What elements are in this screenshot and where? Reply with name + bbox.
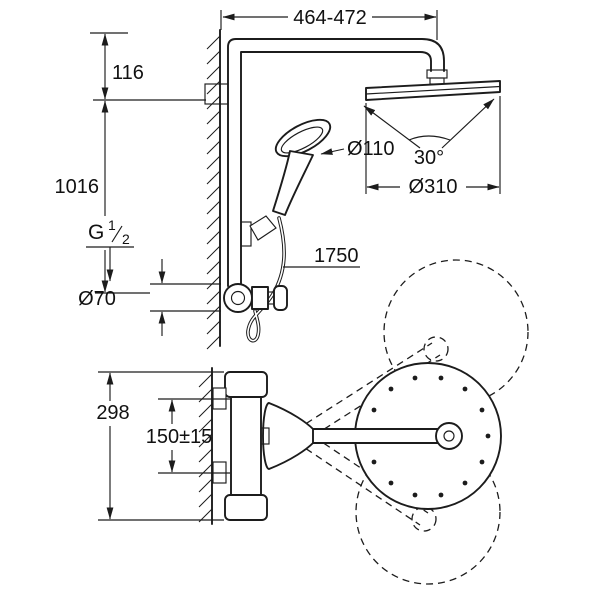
- shower-hose: [246, 216, 286, 343]
- label-arm-projection: 464-472: [293, 7, 366, 29]
- swivel-lower-arm-edge-a: [295, 441, 421, 526]
- label-riser-height: 1016: [55, 176, 100, 198]
- label-supply-diameter: Ø70: [78, 288, 116, 310]
- label-spray-angle: 30°: [414, 147, 444, 169]
- head-nozzle-dots: [365, 375, 491, 498]
- thermostat-body-top-view: [230, 396, 262, 496]
- dim-supply-diameter: Ø70: [78, 259, 221, 336]
- hand-shower-holder: [240, 215, 277, 247]
- head-shower-side-view: [365, 80, 501, 101]
- arm-hub-inner: [443, 430, 455, 442]
- spray-angle-left-leg: [363, 105, 421, 149]
- hand-shower-dia-arrow: [320, 148, 345, 155]
- pipe-assembly: [227, 38, 445, 287]
- wall-top: [206, 29, 221, 350]
- swivel-lower-hub: [411, 506, 437, 532]
- label-hose-length: 1750: [314, 245, 359, 267]
- thermostat-top-view: [212, 371, 270, 521]
- hand-shower-face: [280, 126, 324, 154]
- dim-top-offset: 116: [90, 32, 206, 101]
- spray-angle-arc: [408, 135, 451, 141]
- swivel-arm-top-view: [262, 402, 463, 470]
- holder-clamp: [240, 221, 252, 247]
- label-thread-numerator: 1: [108, 217, 116, 233]
- hand-shower-handle: [272, 150, 314, 216]
- dim-thermostat-width: 298: [96, 371, 224, 521]
- wall-bottom: [198, 367, 213, 525]
- hand-shower: [272, 118, 332, 216]
- label-thread-denominator: 2: [122, 231, 130, 247]
- swivel-upper-hub: [423, 336, 449, 362]
- dim-hose-length: 1750: [283, 245, 360, 268]
- pipe-inner-edge: [240, 51, 432, 287]
- supply-nipple: [230, 290, 246, 306]
- label-head-diameter: Ø310: [409, 176, 458, 198]
- pipe-outer-edge: [227, 38, 445, 287]
- label-thermostat-width: 298: [96, 402, 129, 424]
- hand-shower-head: [274, 118, 332, 158]
- outlet-boss: [260, 427, 270, 445]
- wall-bracket: [204, 83, 229, 105]
- head-shower-seam: [365, 85, 501, 95]
- label-top-offset: 116: [112, 62, 144, 84]
- supply-escutcheon: [223, 283, 253, 313]
- label-hand-shower-diameter: Ø110: [347, 138, 394, 160]
- dim-spray-angle: 30°: [363, 98, 495, 169]
- wall-top-hatch: [206, 35, 221, 350]
- ball-joint: [426, 69, 448, 85]
- arm-shaft-fill: [313, 429, 443, 443]
- diverter-knob: [273, 285, 288, 311]
- swivel-upper-arm-edge-a: [295, 342, 433, 431]
- dim-connection-spacing: 150±15: [146, 398, 230, 474]
- dim-thread-size: G 1 2: [86, 217, 134, 282]
- thermostat-body-side: [251, 286, 269, 310]
- thermostat-handle-upper: [224, 371, 268, 398]
- thermostat-handle-lower: [224, 494, 268, 521]
- dim-arm-projection: 464-472: [220, 7, 438, 40]
- wall-bottom-hatch: [198, 373, 213, 523]
- arm-escutcheon-funnel: [262, 402, 314, 470]
- dim-riser-height: 1016: [55, 100, 150, 294]
- arm-hub-outer: [435, 422, 463, 450]
- label-thread-prefix: G: [88, 221, 104, 244]
- hose-outer-line: [246, 216, 286, 343]
- holder-cradle: [249, 215, 277, 241]
- dim-head-diameter: Ø310: [365, 96, 501, 198]
- spray-angle-right-leg: [441, 98, 495, 149]
- hose-inner-line: [247, 217, 285, 342]
- thermostat-side-view: [223, 283, 288, 313]
- thread-fraction-slash: [111, 225, 123, 243]
- dim-hand-shower-diameter: Ø110: [320, 138, 394, 160]
- label-connection-spacing: 150±15: [146, 426, 213, 448]
